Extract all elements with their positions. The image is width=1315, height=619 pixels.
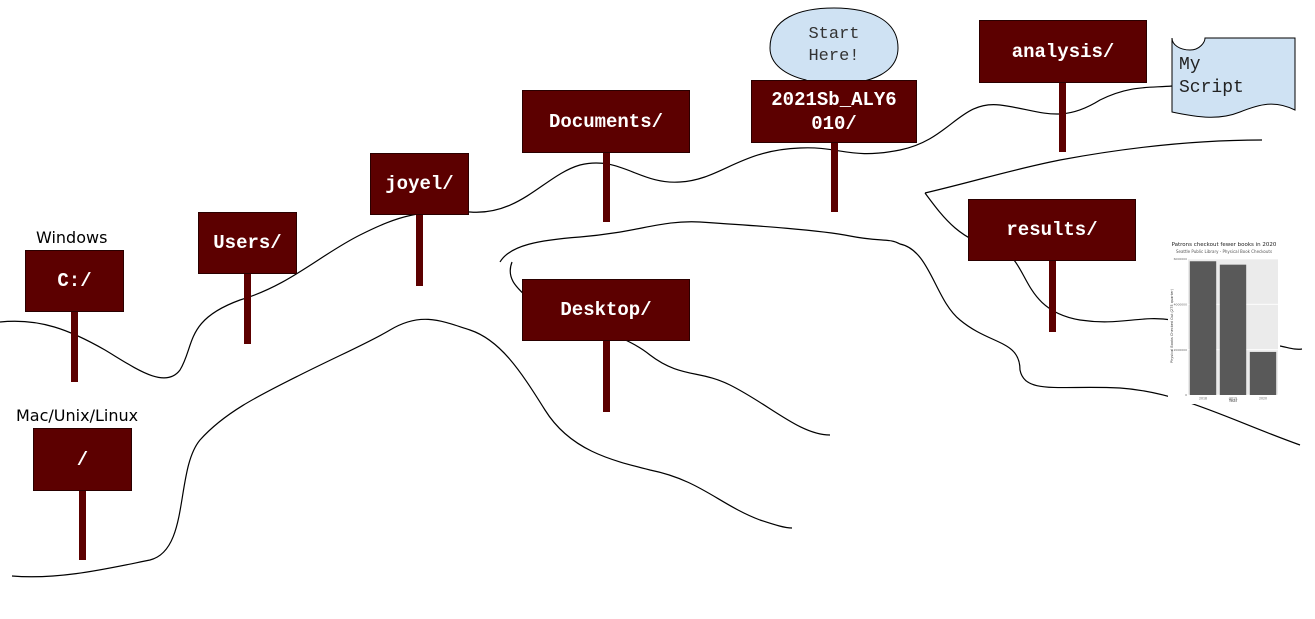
script-document-shape xyxy=(1171,37,1296,118)
post-root xyxy=(79,488,86,560)
folder-sign-analysis[interactable]: analysis/ xyxy=(979,20,1147,83)
folder-sign-documents[interactable]: Documents/ xyxy=(522,90,690,153)
post-desktop xyxy=(603,340,610,412)
post-c-drive xyxy=(71,310,78,382)
chart-ylabel: Physical Books Checked Out (275 quarter) xyxy=(1170,288,1174,363)
chart-bar xyxy=(1249,351,1277,395)
folder-sign-desktop[interactable]: Desktop/ xyxy=(522,279,690,341)
chart-ytick-label: 0 xyxy=(1185,393,1187,397)
post-course xyxy=(831,142,838,212)
chart-ytick-label: 2000000 xyxy=(1174,348,1187,352)
folder-sign-users[interactable]: Users/ xyxy=(198,212,297,274)
my-script-label: My Script xyxy=(1179,55,1244,98)
folder-sign-results[interactable]: results/ xyxy=(968,199,1136,261)
start-here-callout: Start Here! xyxy=(808,25,860,66)
chart-bar xyxy=(1189,261,1217,395)
post-analysis xyxy=(1059,82,1066,152)
folder-sign-root[interactable]: / xyxy=(33,428,132,491)
chart-title: Patrons checkout fewer books in 2020 xyxy=(1172,242,1277,248)
post-documents xyxy=(603,152,610,222)
chart-xtick-label: 2019 xyxy=(1229,397,1237,401)
windows-label: Windows xyxy=(36,228,108,247)
chart-ytick-label: 6000000 xyxy=(1174,257,1187,261)
chart-bar xyxy=(1219,264,1247,395)
chart-xtick-label: 2020 xyxy=(1259,397,1267,401)
chart-xlabel: Year xyxy=(1228,398,1238,403)
chart-xtick-label: 2018 xyxy=(1199,397,1207,401)
folder-sign-course[interactable]: 2021Sb_ALY6 010/ xyxy=(751,80,917,143)
chart-subtitle: Seattle Public Library - Physical Book C… xyxy=(1176,249,1272,254)
folder-sign-joyel[interactable]: joyel/ xyxy=(370,153,469,215)
unix-label: Mac/Unix/Linux xyxy=(16,406,139,425)
chart-ytick-label: 4000000 xyxy=(1174,303,1187,307)
post-results xyxy=(1049,260,1056,332)
speech-bubble-shape xyxy=(769,7,899,98)
post-joyel xyxy=(416,214,423,286)
post-users xyxy=(244,272,251,344)
folder-sign-c-drive[interactable]: C:/ xyxy=(25,250,124,312)
results-chart: Patrons checkout fewer books in 2020 Sea… xyxy=(1168,238,1280,404)
